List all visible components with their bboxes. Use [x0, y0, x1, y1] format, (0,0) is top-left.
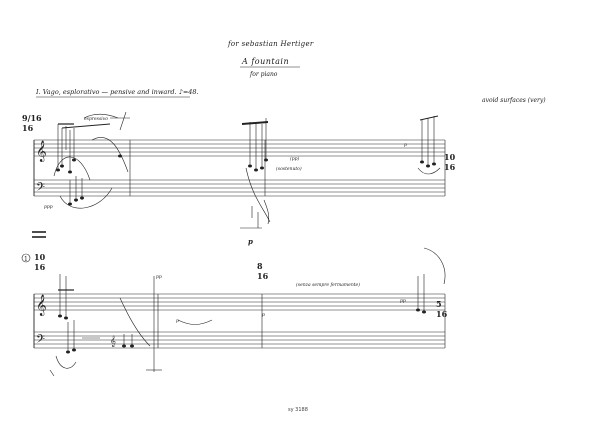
time-sig-bottom: 16 [34, 262, 46, 272]
bass-clef-icon: 𝄢 [36, 181, 45, 197]
treble-clef-icon: 𝄞 [36, 295, 47, 316]
time-sig-top: 10 [34, 252, 46, 262]
time-sig-bottom: 16 [444, 162, 456, 172]
system1-bass-staff [34, 179, 445, 197]
dynamic-marking: p [176, 319, 179, 324]
system1-noteheads-left [56, 154, 122, 206]
time-sig-top: 10 [444, 152, 456, 162]
dynamic-marking: p [404, 143, 407, 148]
system1-noteheads-middle [248, 158, 268, 172]
system2-treble-staff [34, 293, 445, 311]
dynamic-marking: (pp) [290, 155, 300, 162]
system2-noteheads-left [58, 314, 134, 354]
system2-noteheads-right [416, 308, 426, 314]
rehearsal-mark-circle [21, 253, 31, 263]
dedication-text: for sebastian Hertiger [228, 40, 314, 48]
system1-treble-staff [34, 139, 445, 157]
expression-marking: (senza sempre fermamente) [296, 281, 360, 288]
time-sig-top: 5 [436, 299, 442, 309]
dynamic-marking: p [262, 313, 265, 318]
catalog-number: sy 3188 [288, 407, 308, 413]
expression-marking: (sostenuto) [276, 165, 302, 172]
time-sig-bottom: 16 [257, 271, 269, 281]
dynamic-marking: ppp [44, 205, 53, 210]
system1-noteheads-right [420, 160, 436, 168]
time-sig-top: 9/16 [22, 113, 42, 123]
performance-note: avoid surfaces (very) [482, 97, 546, 104]
dynamic-marking: pp [156, 275, 162, 280]
system2-note-cluster-left [49, 274, 162, 377]
system2-note-cluster-right [417, 247, 446, 312]
piece-title: A fountain [242, 57, 290, 66]
time-sig-bottom: 16 [436, 309, 448, 319]
treble-clef-icon: 𝄞 [36, 141, 47, 162]
system1-note-cluster-left [53, 111, 130, 209]
system2-tie [177, 319, 213, 325]
bass-clef-icon: 𝄢 [36, 333, 45, 349]
system2-bass-staff [34, 331, 445, 349]
system1-note-cluster-right [417, 115, 441, 175]
rehearsal-number: 1 [24, 256, 28, 263]
dynamic-marking: p [248, 237, 253, 246]
expression-marking: espressivo [84, 116, 108, 122]
time-sig-top: 8 [257, 261, 263, 271]
system1-note-cluster-middle [240, 118, 271, 229]
treble-clef-icon: 𝄞 [110, 335, 116, 347]
movement-heading: I. Vago, esplorativo — pensive and inwar… [36, 88, 199, 96]
dynamic-marking: pp [400, 299, 406, 304]
time-sig-bottom: 16 [22, 123, 34, 133]
instrument-text: for piano [250, 71, 278, 78]
